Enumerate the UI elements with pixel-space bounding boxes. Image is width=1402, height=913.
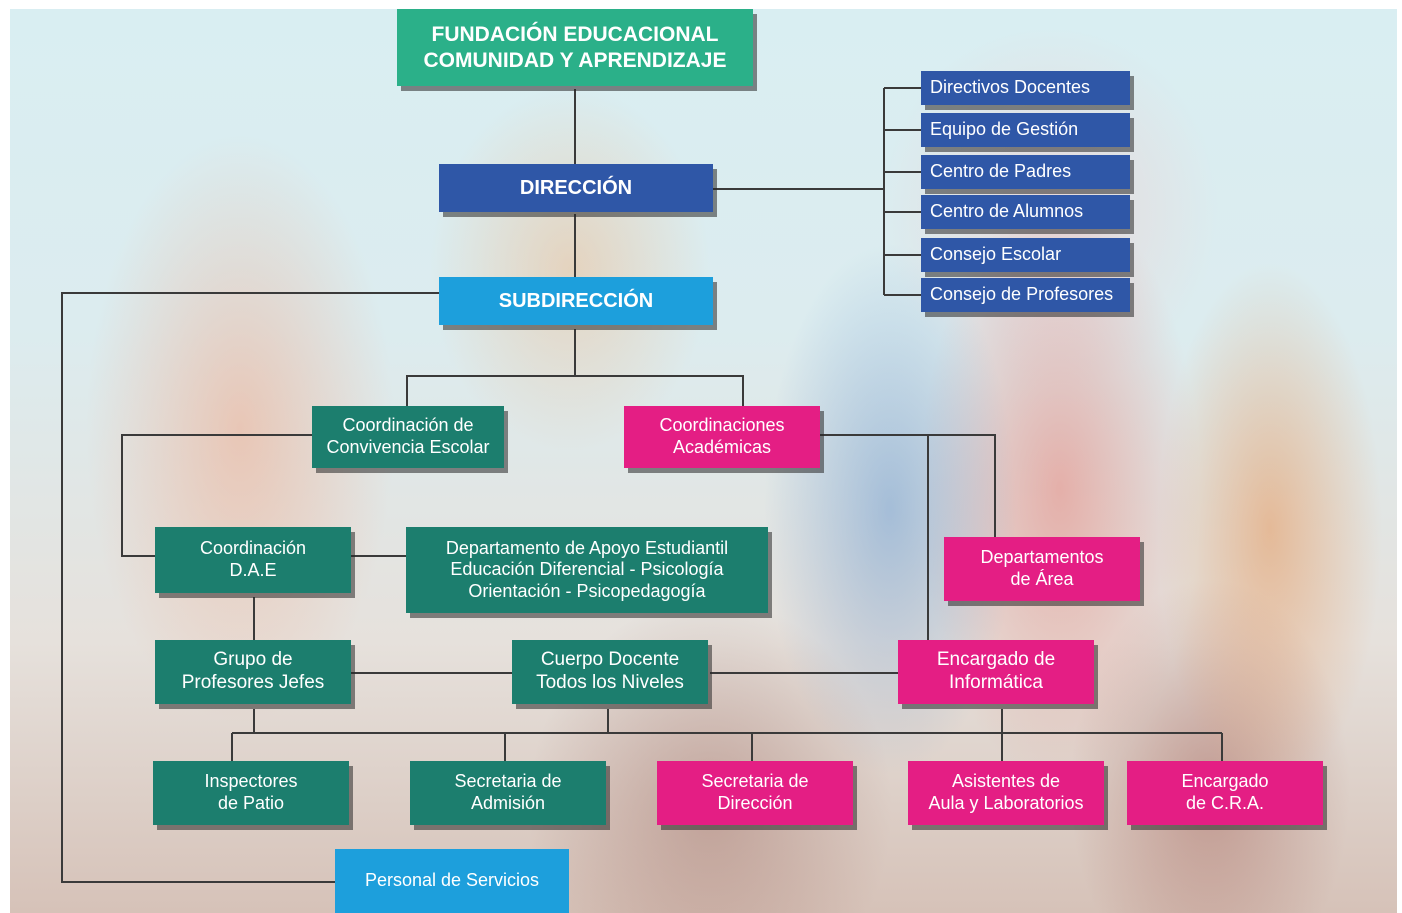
asistentes-line-1: Asistentes de bbox=[951, 771, 1061, 792]
foundation-box: FUNDACIÓN EDUCACIONAL COMUNIDAD Y APREND… bbox=[397, 9, 753, 86]
subdireccion-label: SUBDIRECCIÓN bbox=[498, 290, 654, 312]
apoyo-line-3: Orientación - Psicopedagogía bbox=[468, 580, 706, 601]
org-chart: FUNDACIÓN EDUCACIONAL COMUNIDAD Y APREND… bbox=[10, 9, 1397, 913]
admision-line-1: Secretaria de bbox=[454, 771, 562, 792]
servicios-label: Personal de Servicios bbox=[364, 870, 540, 891]
foundation-line-1: FUNDACIÓN EDUCACIONAL bbox=[431, 23, 719, 47]
direccion-label: DIRECCIÓN bbox=[519, 177, 633, 199]
asistentes-box: Asistentes de Aula y Laboratorios bbox=[908, 761, 1104, 825]
council-centro-padres: Centro de Padres bbox=[921, 155, 1130, 189]
docente-box: Cuerpo Docente Todos los Niveles bbox=[512, 640, 708, 704]
convivencia-line-2: Convivencia Escolar bbox=[326, 437, 490, 457]
jefes-line-1: Grupo de bbox=[213, 649, 293, 671]
cra-line-1: Encargado bbox=[1181, 771, 1269, 792]
departamentos-line-1: Departamentos bbox=[980, 547, 1104, 568]
informatica-line-2: Informática bbox=[949, 672, 1043, 693]
council-label: Consejo de Profesores bbox=[930, 284, 1114, 305]
council-label: Equipo de Gestión bbox=[930, 119, 1079, 140]
docente-line-2: Todos los Niveles bbox=[536, 672, 684, 693]
connector-lines bbox=[61, 87, 1223, 883]
dae-line-2: D.A.E bbox=[229, 560, 277, 580]
council-label: Consejo Escolar bbox=[930, 244, 1062, 265]
cra-line-2: de C.R.A. bbox=[1185, 793, 1265, 813]
sec-direccion-box: Secretaria de Dirección bbox=[657, 761, 853, 825]
informatica-line-1: Encargado de bbox=[936, 649, 1056, 671]
council-consejo-profesores: Consejo de Profesores bbox=[921, 278, 1130, 312]
asistentes-line-2: Aula y Laboratorios bbox=[928, 793, 1084, 813]
sec-direccion-line-1: Secretaria de bbox=[701, 771, 809, 792]
apoyo-line-2: Educación Diferencial - Psicología bbox=[450, 559, 724, 580]
informatica-box: Encargado de Informática bbox=[898, 640, 1094, 704]
departamentos-box: Departamentos de Área bbox=[944, 537, 1140, 601]
connector-academicas-branch bbox=[820, 434, 996, 543]
apoyo-line-1: Departamento de Apoyo Estudiantil bbox=[445, 537, 729, 558]
council-label: Centro de Alumnos bbox=[930, 201, 1084, 222]
connector-subdireccion-split bbox=[406, 329, 744, 406]
council-centro-alumnos: Centro de Alumnos bbox=[921, 195, 1130, 229]
jefes-box: Grupo de Profesores Jefes bbox=[155, 640, 351, 704]
academicas-line-1: Coordinaciones bbox=[659, 415, 785, 436]
academicas-line-2: Académicas bbox=[672, 437, 772, 457]
council-label: Directivos Docentes bbox=[930, 77, 1091, 98]
inspectores-line-1: Inspectores bbox=[204, 771, 298, 792]
convivencia-line-1: Coordinación de bbox=[342, 415, 474, 436]
servicios-box: Personal de Servicios bbox=[335, 849, 569, 913]
admision-box: Secretaria de Admisión bbox=[410, 761, 606, 825]
dae-line-1: Coordinación bbox=[199, 538, 307, 559]
foundation-line-2: COMUNIDAD Y APRENDIZAJE bbox=[423, 48, 727, 72]
sec-direccion-line-2: Dirección bbox=[717, 793, 793, 813]
docente-line-1: Cuerpo Docente bbox=[540, 649, 680, 671]
connector-convivencia-dae bbox=[121, 434, 312, 557]
council-label: Centro de Padres bbox=[930, 161, 1072, 182]
jefes-line-2: Profesores Jefes bbox=[181, 672, 325, 693]
cra-box: Encargado de C.R.A. bbox=[1127, 761, 1323, 825]
connector-subdireccion-servicios bbox=[61, 292, 440, 883]
council-consejo-escolar: Consejo Escolar bbox=[921, 238, 1130, 272]
academicas-box: Coordinaciones Académicas bbox=[624, 406, 820, 468]
convivencia-box: Coordinación de Convivencia Escolar bbox=[312, 406, 504, 468]
direccion-box: DIRECCIÓN bbox=[439, 164, 713, 212]
council-equipo-gestion: Equipo de Gestión bbox=[921, 113, 1130, 147]
subdireccion-box: SUBDIRECCIÓN bbox=[439, 277, 713, 325]
inspectores-box: Inspectores de Patio bbox=[153, 761, 349, 825]
dae-box: Coordinación D.A.E bbox=[155, 527, 351, 593]
departamentos-line-2: de Área bbox=[1010, 569, 1074, 589]
council-directivos-docentes: Directivos Docentes bbox=[921, 71, 1130, 105]
inspectores-line-2: de Patio bbox=[217, 793, 285, 813]
admision-line-2: Admisión bbox=[470, 793, 546, 813]
apoyo-box: Departamento de Apoyo Estudiantil Educac… bbox=[406, 527, 768, 613]
